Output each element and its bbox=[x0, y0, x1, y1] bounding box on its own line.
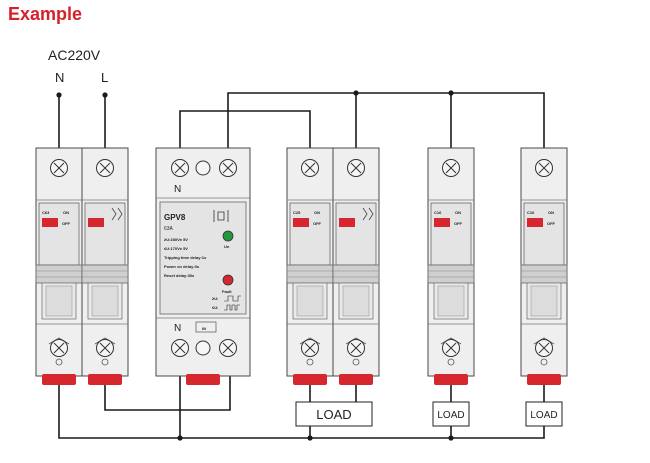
protector-over-voltage: ≥U:280V± 5V bbox=[164, 237, 188, 242]
supply-n-label: N bbox=[55, 70, 64, 85]
c25-handle-2 bbox=[339, 374, 373, 385]
main-breaker-handle-l bbox=[88, 374, 122, 385]
load-3-label: LOAD bbox=[530, 410, 557, 421]
c25-handle-1 bbox=[293, 374, 327, 385]
protector-n-bottom: N bbox=[174, 323, 181, 334]
protector-power-on-delay: Power on delay:3s bbox=[164, 264, 200, 269]
c16b-off: OFF bbox=[547, 221, 556, 226]
c16b-on: ON bbox=[548, 210, 554, 215]
main-breaker-rating: C63 bbox=[42, 210, 50, 215]
legend-over-waveform-icon bbox=[224, 295, 241, 302]
breaker-c25: C25 ON OFF bbox=[286, 147, 380, 385]
c25-on: ON bbox=[314, 210, 320, 215]
c16b-handle bbox=[527, 374, 561, 385]
breaker-c16-b: C16 ON OFF bbox=[520, 147, 568, 385]
protector-model: GPV8 bbox=[164, 213, 186, 222]
c16b-rating: C16 bbox=[527, 210, 535, 215]
fault-indicator-led bbox=[222, 274, 234, 286]
load-box-2: LOAD bbox=[432, 401, 470, 427]
c16a-rating: C16 bbox=[434, 210, 442, 215]
supply-label: AC220V bbox=[48, 47, 101, 63]
un-indicator-label: Un bbox=[224, 244, 230, 249]
main-breaker-off: OFF bbox=[62, 221, 71, 226]
load-1-label: LOAD bbox=[316, 407, 351, 422]
c16a-on: ON bbox=[455, 210, 461, 215]
protector-current: 63A bbox=[164, 226, 174, 232]
breaker-c16-a: C16 ON OFF bbox=[427, 147, 475, 385]
protector-n-top: N bbox=[174, 184, 181, 195]
c16a-handle bbox=[434, 374, 468, 385]
protector-handle bbox=[186, 374, 220, 385]
protector-under-voltage: ≤U:170V± 5V bbox=[164, 246, 188, 251]
supply-l-label: L bbox=[101, 70, 108, 85]
fault-indicator-label: Fault bbox=[222, 289, 232, 294]
c25-rating: C25 bbox=[293, 210, 301, 215]
diagram-title: Example bbox=[8, 4, 83, 24]
legend-under-label: ≤U: bbox=[212, 305, 218, 310]
protector-symbol-icon bbox=[213, 210, 229, 222]
main-breaker-on: ON bbox=[63, 210, 69, 215]
load-2-label: LOAD bbox=[437, 410, 464, 421]
c25-off: OFF bbox=[313, 221, 322, 226]
main-breaker-c63: C63 ON OFF bbox=[35, 147, 129, 385]
load-box-1: LOAD bbox=[295, 401, 373, 427]
load-box-3: LOAD bbox=[525, 401, 563, 427]
protector-reset-delay: Reset delay:30s bbox=[164, 273, 195, 278]
protector-tripping-delay: Tripping time delay:1s bbox=[164, 255, 207, 260]
c16a-off: OFF bbox=[454, 221, 463, 226]
main-breaker-handle-n bbox=[42, 374, 76, 385]
legend-under-waveform-icon bbox=[224, 304, 240, 311]
protector-in-label: IN bbox=[202, 326, 206, 331]
un-indicator-led bbox=[222, 230, 234, 242]
voltage-protector-gpv8: N GPV8 63A ≥U:280V± 5V ≤U:170V± 5V Tripp… bbox=[155, 147, 251, 385]
legend-over-label: ≥U: bbox=[212, 296, 218, 301]
